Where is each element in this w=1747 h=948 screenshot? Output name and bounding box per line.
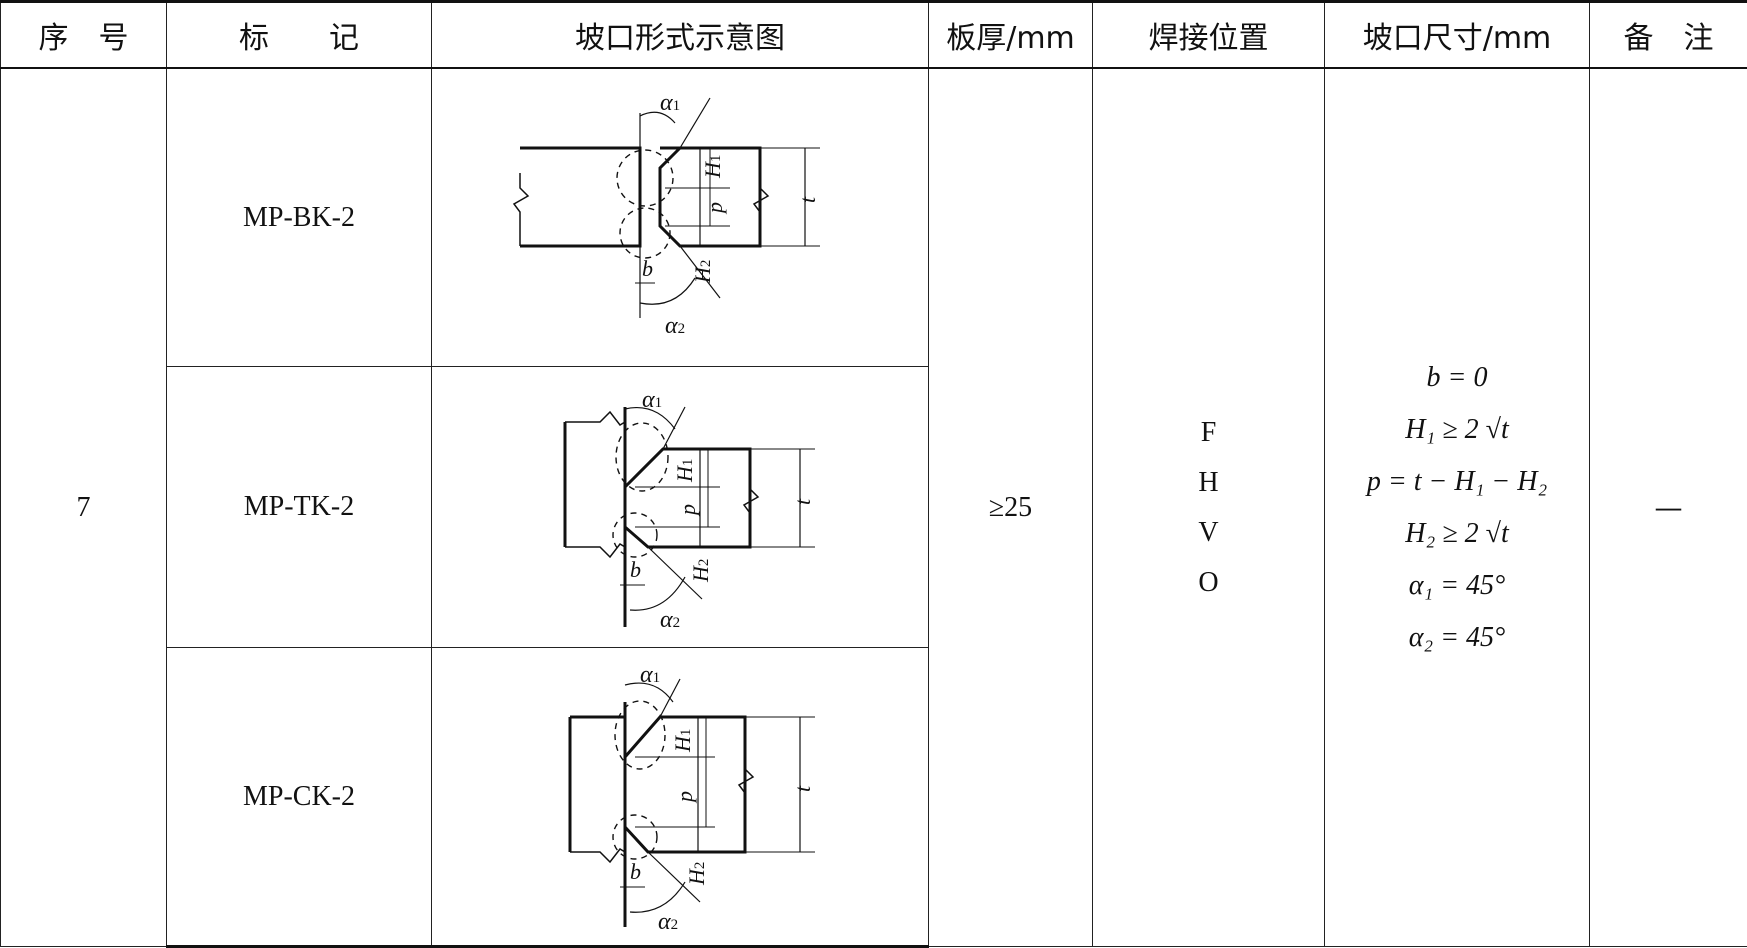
header-mark: 标 记 — [166, 0, 432, 69]
header-seq: 序 号 — [0, 0, 167, 69]
header-position: 焊接位置 — [1092, 0, 1325, 69]
remark-cell: — — [1589, 67, 1747, 947]
header-thickness: 板厚/mm — [928, 0, 1093, 69]
header-groove-size: 坡口尺寸/mm — [1324, 0, 1590, 69]
h1-label: H1 — [700, 154, 725, 178]
header-diagram: 坡口形式示意图 — [431, 0, 929, 69]
b-label: b — [642, 256, 653, 281]
mark-cell-bk: MP-BK-2 — [166, 67, 432, 367]
diagram-cell-tk: α1 H1 p t H2 b α2 — [431, 366, 929, 648]
position-o: O — [1198, 566, 1219, 598]
table-header-row: 序 号 标 记 坡口形式示意图 板厚/mm 焊接位置 坡口尺寸/mm 备 注 — [0, 0, 1747, 69]
alpha1-label: α1 — [642, 387, 662, 413]
alpha2-label: α2 — [660, 607, 680, 633]
b-label: b — [630, 859, 641, 884]
alpha1-label: α1 — [660, 90, 680, 116]
groove-size-cell: b = 0 H₁ ≥ 2 √t p = t − H₁ − H₂ H₂ ≥ 2 √… — [1324, 67, 1590, 947]
h1-label: H1 — [672, 459, 697, 483]
h2-label: H2 — [688, 559, 713, 583]
alpha2-label: α2 — [658, 909, 678, 935]
t-joint-diagram: α1 H1 p t H2 b α2 — [563, 387, 815, 633]
position-h: H — [1198, 466, 1219, 498]
alpha1-label: α1 — [640, 662, 660, 688]
dim-alpha1: α₁ = 45° — [1408, 569, 1506, 601]
butt-joint-diagram: α1 H1 p t H2 b α2 — [512, 90, 820, 339]
seq-cell: 7 — [0, 67, 167, 947]
thickness-cell: ≥25 — [928, 67, 1093, 947]
h1-label: H1 — [670, 728, 695, 752]
p-label: p — [702, 202, 727, 215]
h2-label: H2 — [684, 861, 709, 885]
dim-h1: H₁ ≥ 2 √t — [1405, 413, 1509, 445]
position-v: V — [1198, 516, 1219, 548]
corner-joint-diagram: α1 H1 p t H2 b α2 — [568, 662, 815, 935]
table-row: 7 MP-BK-2 — [0, 67, 1747, 947]
alpha2-label: α2 — [665, 313, 685, 339]
position-cell: F H V O — [1092, 67, 1325, 947]
mark-cell-tk: MP-TK-2 — [166, 366, 432, 648]
dim-alpha2: α₂ = 45° — [1408, 621, 1506, 653]
t-label: t — [795, 196, 820, 203]
table-row: MP-CK-2 — [1, 647, 1747, 948]
position-f: F — [1200, 416, 1217, 448]
h2-label: H2 — [690, 259, 715, 283]
dim-b: b = 0 — [1426, 361, 1488, 393]
mark-cell-ck: MP-CK-2 — [166, 647, 432, 948]
diagram-cell-ck: α1 H1 p t H2 b α2 — [431, 647, 929, 948]
p-label: p — [672, 791, 697, 804]
b-label: b — [630, 557, 641, 582]
dim-p: p = t − H₁ − H₂ — [1366, 465, 1548, 497]
header-remark: 备 注 — [1589, 0, 1747, 69]
t-label: t — [790, 498, 815, 505]
t-label: t — [790, 785, 815, 792]
p-label: p — [675, 504, 700, 517]
dim-h2: H₂ ≥ 2 √t — [1405, 517, 1509, 549]
table-row: MP-TK-2 — [1, 366, 1747, 648]
diagram-cell-bk: α1 H1 p t H2 b α2 — [431, 67, 929, 367]
